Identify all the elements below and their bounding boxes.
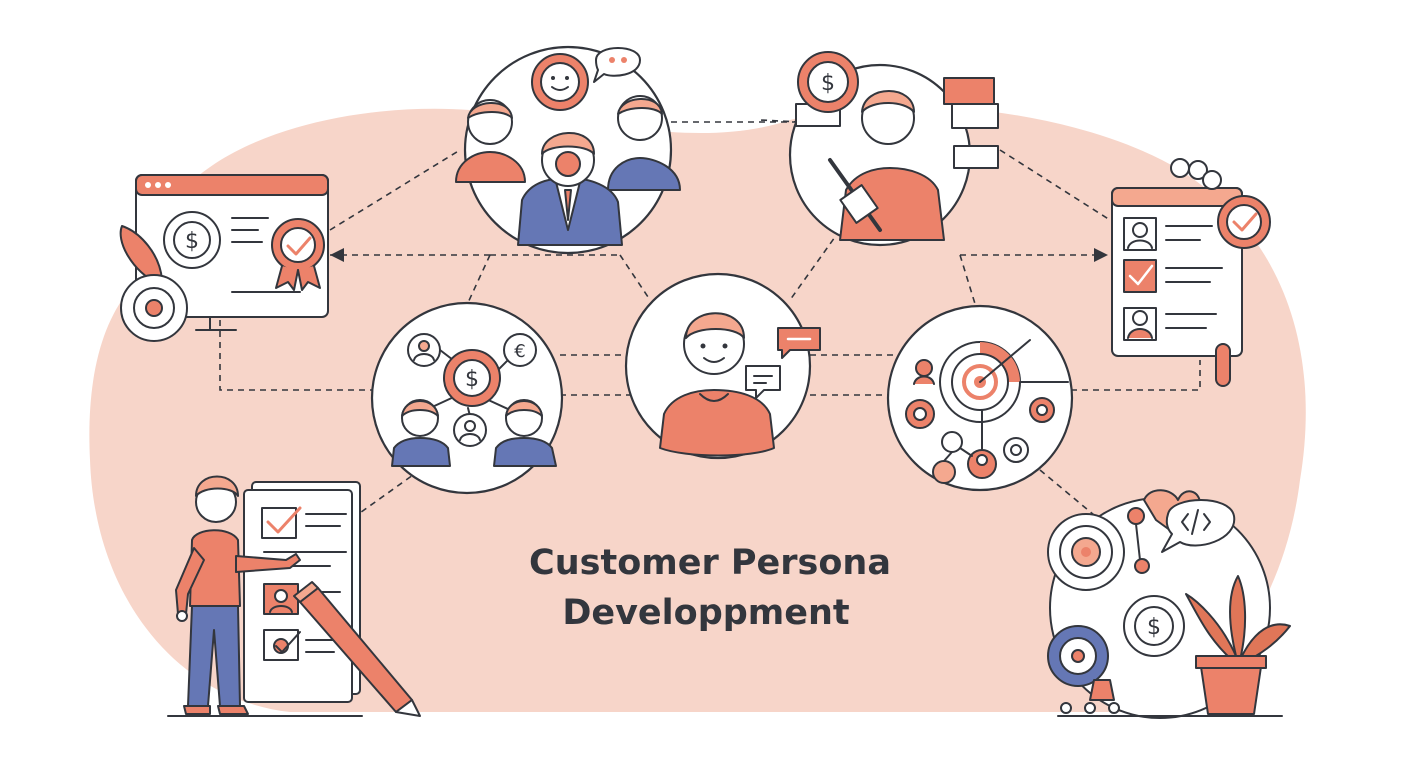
pencil-icon — [293, 581, 421, 717]
dollar-gear-icon: $ — [797, 51, 859, 113]
gear-dollar-symbol: $ — [1147, 615, 1161, 640]
smiley-gear-icon — [531, 53, 589, 111]
chat-bubble-icon — [593, 47, 641, 83]
monitor-dollar-symbol: $ — [185, 229, 199, 254]
title-line-2: Developpment — [562, 593, 849, 633]
dollar-monitor-icon: $ — [119, 174, 329, 342]
potted-plant-icon — [1185, 575, 1291, 715]
euro-symbol: € — [514, 341, 525, 362]
survey-person-node — [167, 475, 421, 717]
check-badge-icon — [271, 218, 325, 291]
center-persona-node — [624, 272, 821, 460]
target-icon — [905, 339, 1069, 484]
tools-person-node: $ — [788, 51, 999, 247]
connector-arrows — [330, 248, 1108, 262]
note-bubble-icon — [745, 365, 781, 399]
profile-checklist-node — [1111, 158, 1271, 387]
network-dollar-symbol: $ — [465, 367, 479, 392]
dollar-symbol: $ — [821, 71, 835, 96]
gears-plant-icon: $ — [1047, 489, 1291, 719]
finance-dashboard-node: $ — [119, 174, 329, 342]
dollar-gear-icon-small: $ — [1123, 595, 1185, 657]
connector-lines — [219, 119, 1201, 521]
persona-icon — [659, 312, 821, 457]
gears-plant-node: $ — [1047, 489, 1291, 719]
targeting-node — [886, 304, 1074, 492]
profile-card-icon — [1111, 158, 1271, 387]
target-gear-icon — [1047, 513, 1125, 591]
currency-network-icon: € $ — [391, 333, 557, 467]
title-line-1: Customer Persona — [529, 543, 891, 583]
blue-gear-icon — [1047, 625, 1109, 687]
message-bubble-icon — [777, 327, 821, 359]
settings-gear-icon — [120, 274, 188, 342]
check-badge-icon-right — [1217, 195, 1271, 249]
payments-network-node: € $ — [370, 301, 564, 495]
team-group-node — [455, 45, 681, 255]
presenter-checklist-icon — [167, 475, 421, 717]
tools-person-icon: $ — [795, 51, 999, 241]
diagram-title: Customer Persona Developpment — [529, 543, 891, 633]
code-bubble-icon — [1161, 499, 1236, 553]
team-group-icon — [455, 47, 681, 246]
